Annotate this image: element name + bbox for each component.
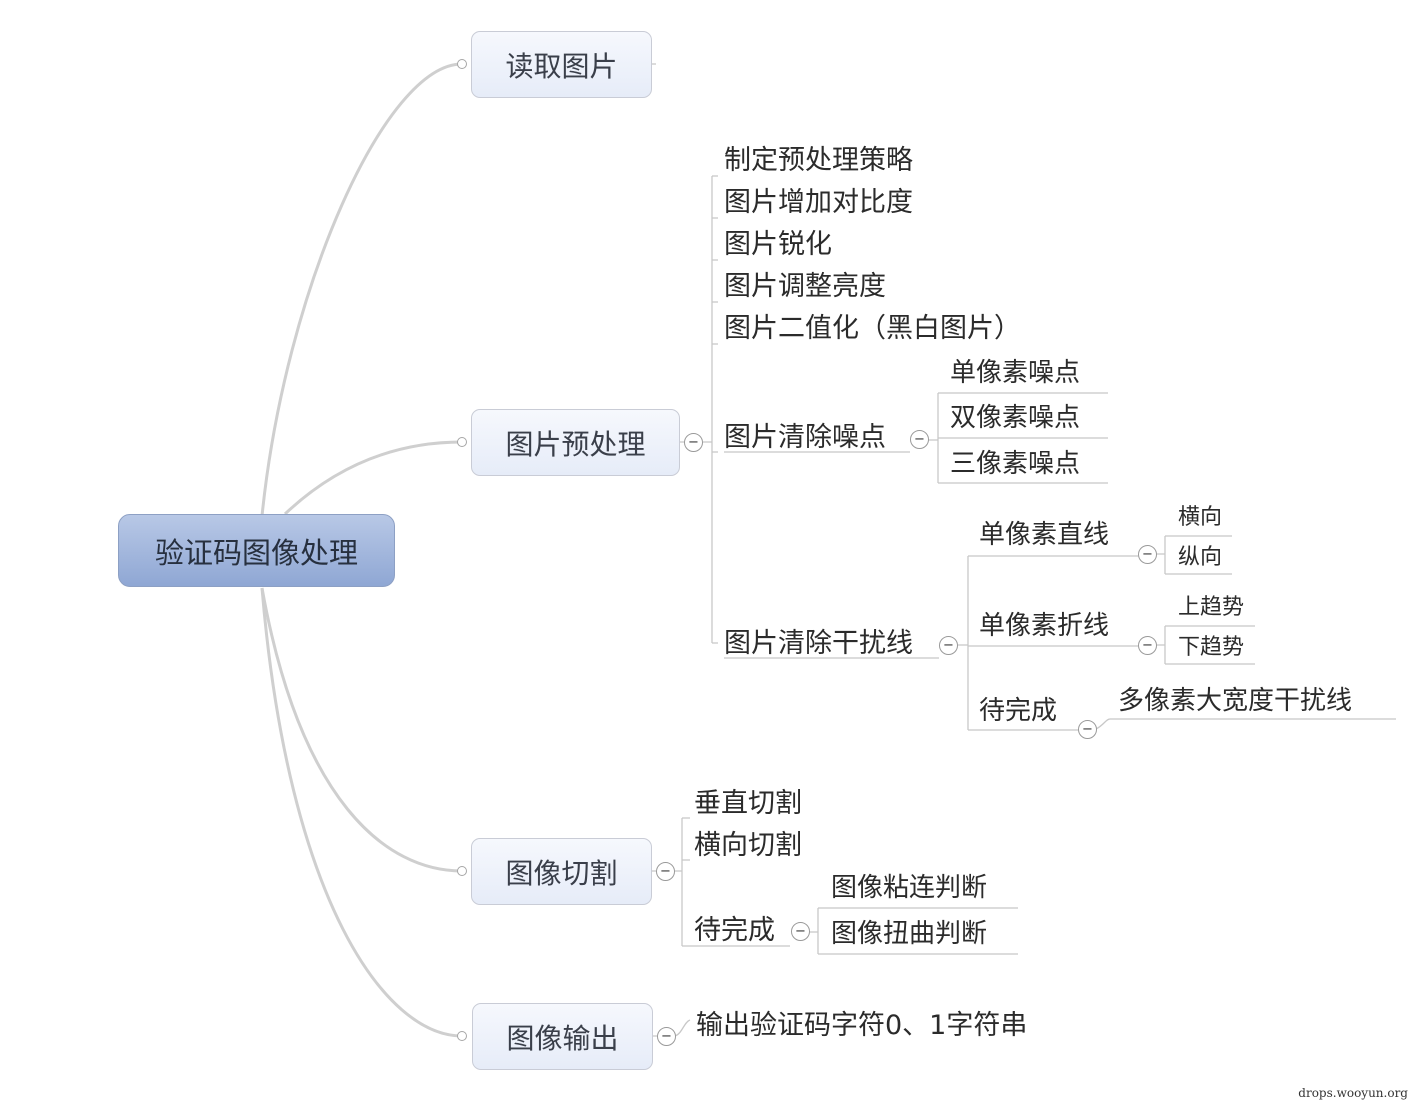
root-node[interactable]: 验证码图像处理 [118,514,395,587]
node-binarize[interactable]: 图片二值化（黑白图片） [724,313,1021,344]
node-image-cut[interactable]: 图像切割 [471,838,652,905]
connection-point [457,437,467,447]
node-preprocess[interactable]: 图片预处理 [471,409,680,476]
node-single-pixel-straight[interactable]: 单像素直线 [979,520,1110,550]
node-output-string[interactable]: 输出验证码字符0、1字符串 [696,1010,1028,1041]
node-brightness[interactable]: 图片调整亮度 [724,271,886,302]
node-double-pixel-noise[interactable]: 双像素噪点 [950,403,1081,433]
collapse-toggle[interactable]: − [1138,545,1157,564]
node-down-trend[interactable]: 下趋势 [1178,635,1245,660]
node-vertical[interactable]: 纵向 [1178,545,1223,570]
node-distortion-check[interactable]: 图像扭曲判断 [831,919,988,949]
node-remove-interference[interactable]: 图片清除干扰线 [724,628,913,659]
collapse-toggle[interactable]: − [1138,636,1157,655]
collapse-toggle[interactable]: − [657,1027,676,1046]
node-up-trend[interactable]: 上趋势 [1178,595,1245,620]
node-contrast[interactable]: 图片增加对比度 [724,187,913,218]
node-pending-cut[interactable]: 待完成 [694,915,775,946]
node-remove-noise[interactable]: 图片清除噪点 [724,422,886,453]
connection-point [457,866,467,876]
connection-point [457,1031,467,1041]
collapse-toggle[interactable]: − [791,922,810,941]
node-triple-pixel-noise[interactable]: 三像素噪点 [950,449,1081,479]
node-single-pixel-noise[interactable]: 单像素噪点 [950,358,1081,388]
connection-point [457,59,467,69]
collapse-toggle[interactable]: − [1078,720,1097,739]
node-horizontal[interactable]: 横向 [1178,505,1223,530]
node-horizontal-cut[interactable]: 横向切割 [694,830,802,861]
collapse-toggle[interactable]: − [684,433,703,452]
node-vertical-cut[interactable]: 垂直切割 [694,788,802,819]
node-image-output[interactable]: 图像输出 [472,1003,653,1070]
node-read-image[interactable]: 读取图片 [471,31,652,98]
collapse-toggle[interactable]: − [910,430,929,449]
node-sharpen[interactable]: 图片锐化 [724,229,832,260]
node-pending-interference[interactable]: 待完成 [979,696,1058,726]
node-adhesion-check[interactable]: 图像粘连判断 [831,873,988,903]
node-single-pixel-polyline[interactable]: 单像素折线 [979,611,1110,641]
collapse-toggle[interactable]: − [939,636,958,655]
watermark: drops.wooyun.org [1298,1086,1408,1100]
node-preprocess-strategy[interactable]: 制定预处理策略 [724,145,913,176]
collapse-toggle[interactable]: − [656,862,675,881]
node-multi-pixel-interference[interactable]: 多像素大宽度干扰线 [1118,686,1353,716]
